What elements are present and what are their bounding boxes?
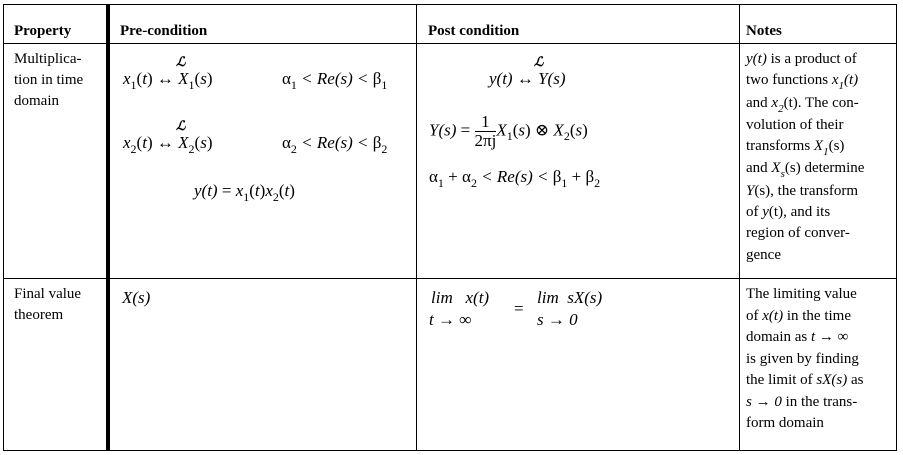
- header-post-condition: Post condition: [428, 23, 520, 39]
- row2-property-line: theorem: [14, 307, 64, 323]
- row1-property-line: domain: [14, 93, 59, 109]
- pre-product: y(t) = x1(t)x2(t): [194, 181, 295, 204]
- laplace-symbol: ℒ: [176, 54, 186, 69]
- pre-roc-2: α2 < Re(s) < β2: [282, 133, 388, 156]
- column-divider-thick: [106, 5, 110, 450]
- column-divider: [739, 5, 740, 450]
- row1-property-line: Multiplica-: [14, 51, 82, 67]
- header-divider: [4, 43, 896, 44]
- column-divider: [416, 5, 417, 450]
- laplace-symbol: ℒ: [534, 54, 544, 69]
- laplace-symbol: ℒ: [176, 118, 186, 133]
- header-notes: Notes: [746, 23, 782, 39]
- pre-pair-2: x2(t) ↔ X2(s): [123, 133, 213, 156]
- row-divider: [4, 278, 896, 279]
- row2-property-line: Final value: [14, 286, 82, 302]
- row1-property: Multiplica- tion in time domain: [14, 49, 83, 112]
- header-pre-condition: Pre-condition: [120, 23, 208, 39]
- row1-property-line: tion in time: [14, 72, 84, 88]
- post-pair: y(t) ↔ Y(s): [489, 69, 566, 88]
- row2-property: Final value theorem: [14, 284, 81, 326]
- post-roc: α1 + α2 < Re(s) < β1 + β2: [429, 167, 601, 190]
- header-property: Property: [14, 23, 72, 39]
- row2-notes: The limiting value of x(t) in the time d…: [746, 286, 864, 431]
- properties-table: Property Pre-condition Post condition No…: [3, 4, 897, 451]
- pre-roc-1: α1 < Re(s) < β1: [282, 69, 388, 92]
- row1-notes: y(t) is a product of two functions x1(t)…: [746, 51, 865, 263]
- row2-pre-condition: X(s): [122, 288, 151, 307]
- pre-pair-1: x1(t) ↔ X1(s): [123, 69, 213, 92]
